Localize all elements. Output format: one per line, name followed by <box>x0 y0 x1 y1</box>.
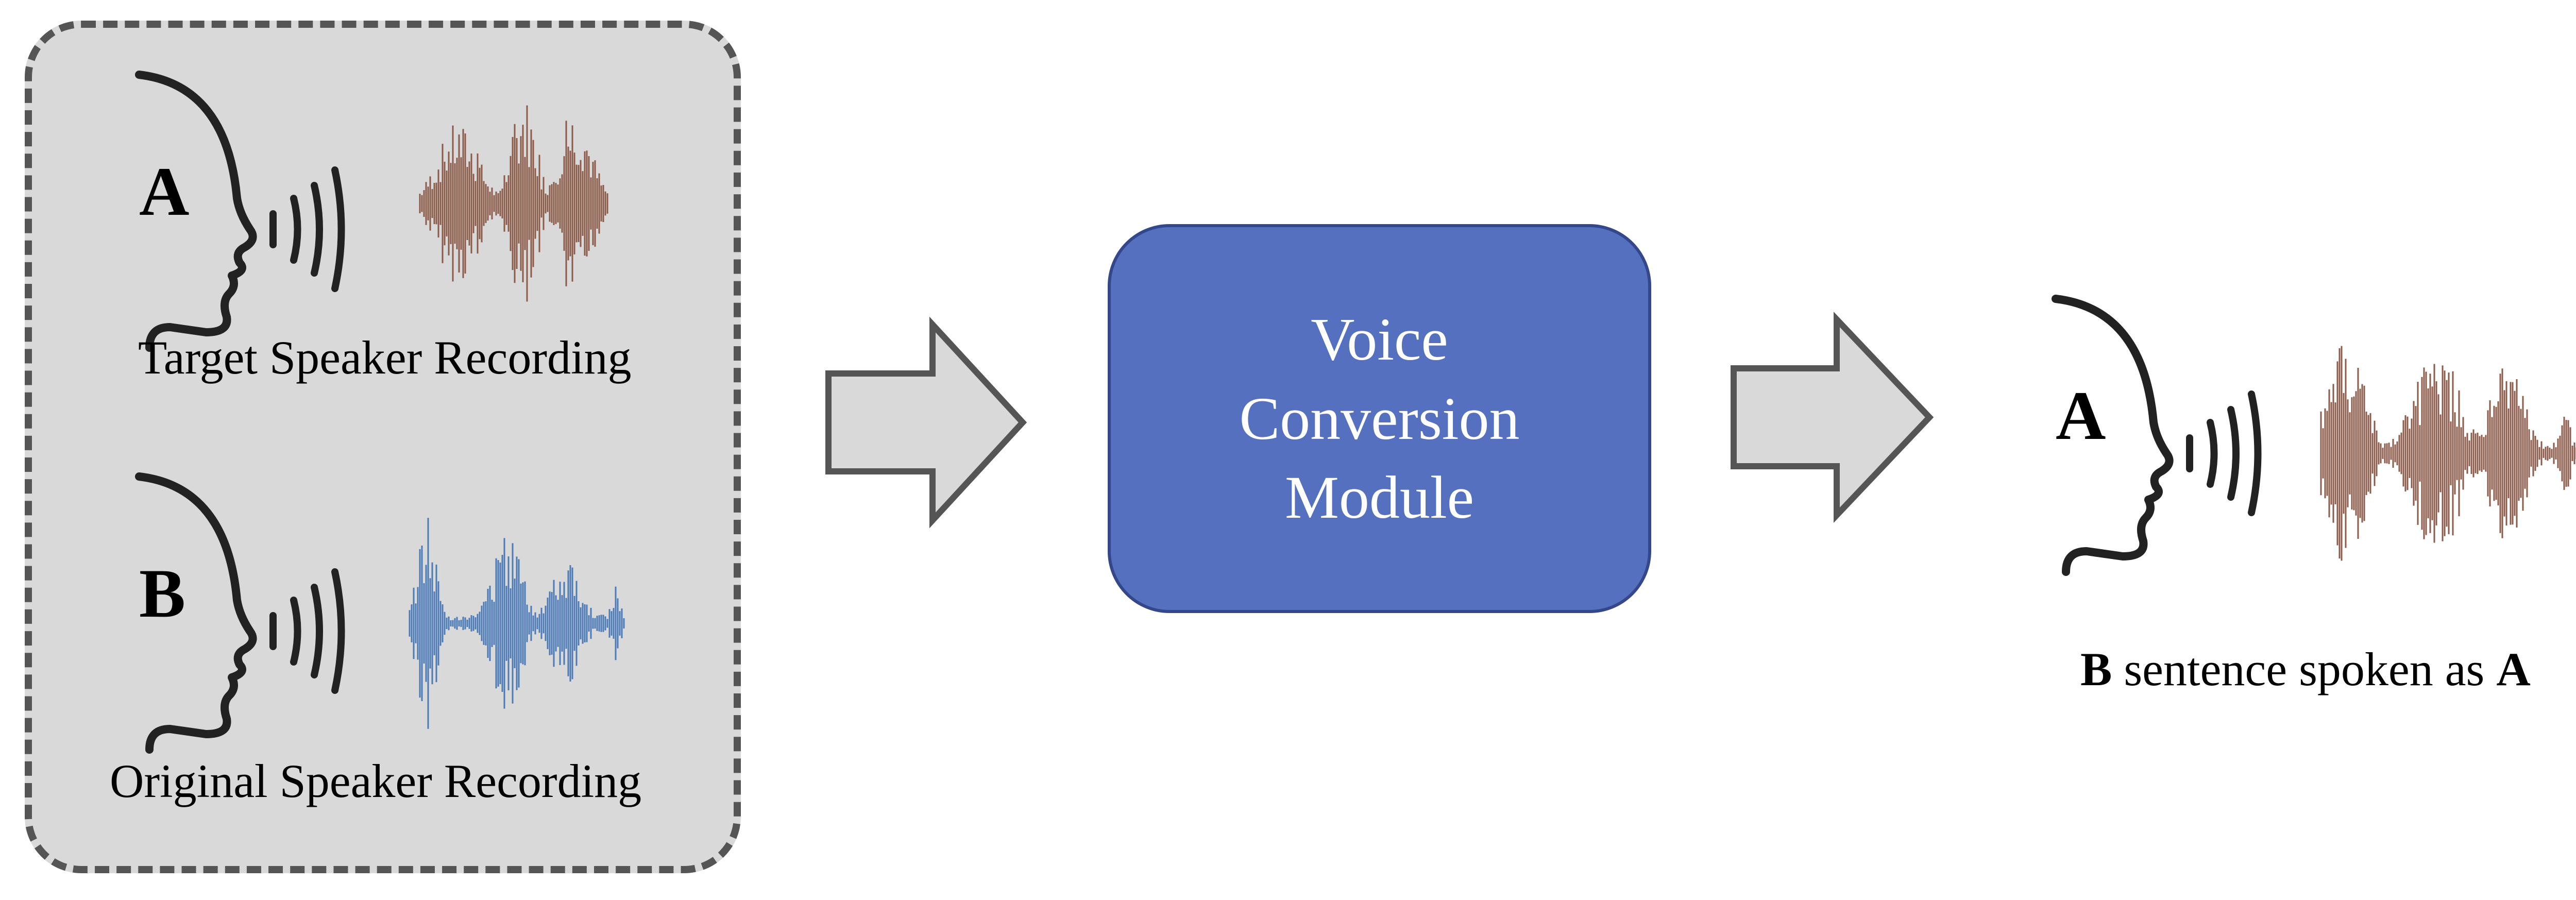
target-speaker-letter: A <box>139 154 190 230</box>
sound-waves-icon <box>273 170 342 288</box>
audio-waveform-icon <box>2320 346 2576 561</box>
flow-arrow-out <box>1731 311 1934 523</box>
module-label-line-3: Module <box>1284 464 1475 532</box>
audio-waveform-icon <box>419 105 608 302</box>
sound-waves-icon <box>273 572 342 690</box>
output-caption-target: A <box>2496 643 2531 695</box>
sound-waves-icon <box>2190 394 2258 513</box>
module-label-line-2: Conversion <box>1239 384 1520 452</box>
inputs-panel <box>25 21 741 873</box>
output-speaker-letter: A <box>2056 378 2106 454</box>
output-caption: B sentence spoken as A <box>2080 646 2531 693</box>
output-caption-middle: sentence spoken as <box>2112 643 2497 695</box>
audio-waveform-icon <box>409 518 625 729</box>
waveform-trace <box>419 105 608 302</box>
original-speaker-letter: B <box>139 555 186 632</box>
target-speaker-caption: Target Speaker Recording <box>138 331 632 384</box>
original-speaker-caption: Original Speaker Recording <box>110 755 642 807</box>
voice-conversion-module: Voice Conversion Module <box>1108 224 1651 613</box>
waveform-trace <box>2320 346 2576 561</box>
waveform-trace <box>409 518 625 729</box>
output-caption-source: B <box>2080 643 2112 695</box>
module-label-line-1: Voice <box>1311 305 1448 373</box>
flow-arrow-in <box>825 316 1027 529</box>
